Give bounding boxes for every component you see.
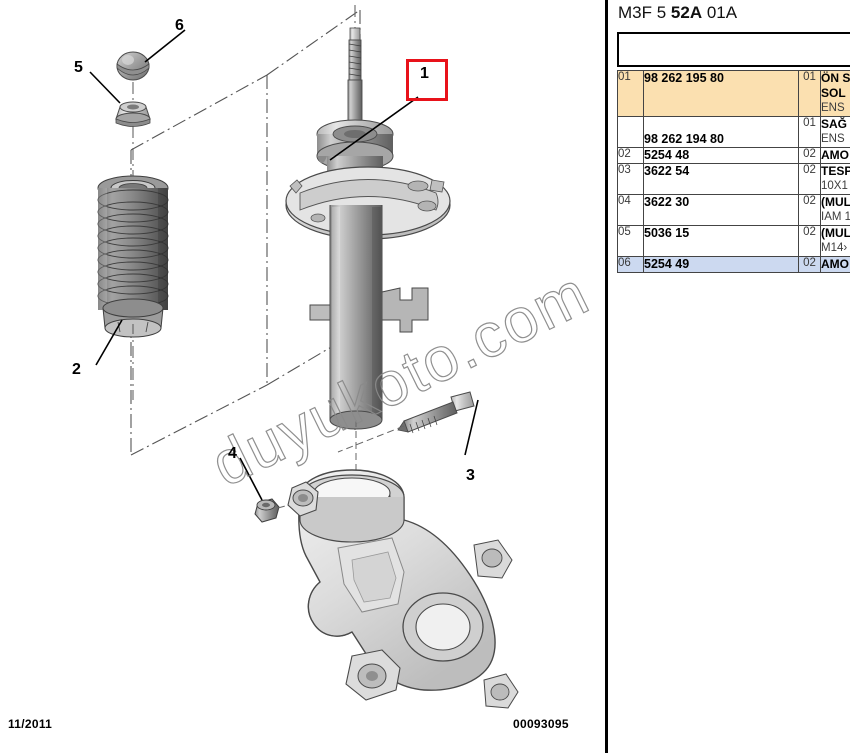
part-steering-knuckle: [287, 469, 519, 709]
row-index: [617, 115, 644, 148]
callout-number-4: 4: [228, 445, 237, 462]
table-row[interactable]: 04 3622 30 02 (MUL IAM 1: [617, 193, 850, 226]
row-reference: 98 262 195 80: [643, 70, 799, 117]
catalog-code-suffix: 01A: [702, 3, 738, 22]
desc-line-2: ENS: [821, 132, 845, 145]
desc-line-1: AMO: [821, 147, 850, 162]
revision-date: 11/2011: [8, 717, 53, 731]
row-quantity: 02: [798, 255, 821, 273]
row-index: 03: [617, 162, 644, 195]
callout-number-1: 1: [420, 65, 429, 82]
callout-number-3: 3: [466, 467, 475, 484]
row-description: ÖN S SOL ENS: [820, 70, 850, 117]
row-quantity: 02: [798, 162, 821, 195]
desc-line-3: ENS: [821, 102, 845, 114]
desc-line-2: M14›: [821, 241, 848, 254]
table-row[interactable]: 06 5254 49 02 AMO: [617, 255, 850, 273]
row-index: 02: [617, 146, 644, 164]
technical-diagram: duyukoto.com 1 2 3 4 5 6 11/2011 0009309…: [8, 5, 601, 731]
desc-line-1: (MUL: [821, 225, 850, 240]
parts-table: 01 98 262 195 80 01 ÖN S SOL ENS 98 262 …: [617, 70, 850, 273]
table-row[interactable]: 05 5036 15 02 (MUL M14›: [617, 224, 850, 257]
drawing-number: 00093095: [513, 717, 569, 731]
row-description: AMO: [820, 255, 850, 273]
row-quantity: 01: [798, 115, 821, 148]
row-quantity: 02: [798, 193, 821, 226]
desc-line-2: SOL: [821, 86, 846, 100]
row-description: SAĞ ENS: [820, 115, 850, 148]
part-cap: [116, 51, 150, 81]
part-dust-boot: [97, 175, 169, 338]
row-description: TESP 10X1: [820, 162, 850, 195]
row-quantity: 02: [798, 224, 821, 257]
callout-highlight-box: [406, 59, 448, 101]
desc-line-1: AMO: [821, 256, 850, 271]
catalog-code-prefix: M3F 5: [618, 3, 671, 22]
row-reference: 3622 30: [643, 193, 799, 226]
row-index: 05: [617, 224, 644, 257]
part-bolt: [397, 391, 475, 434]
catalog-code-title: M3F 5 52A 01A: [618, 3, 737, 23]
parts-table-wrapper: 01 98 262 195 80 01 ÖN S SOL ENS 98 262 …: [617, 70, 850, 273]
row-index: 06: [617, 255, 644, 273]
desc-line-1: SAĞ: [821, 116, 848, 131]
parts-list-panel: M3F 5 52A 01A 01 98 262 195 80 01 ÖN S S…: [605, 0, 850, 753]
exploded-view-drawing: [89, 5, 519, 709]
row-reference: 5254 49: [643, 255, 799, 273]
callout-number-6: 6: [175, 17, 184, 34]
part-strut-assembly: [285, 27, 451, 430]
row-quantity: 02: [798, 146, 821, 164]
row-reference: 3622 54: [643, 162, 799, 195]
table-row[interactable]: 01 98 262 195 80 01 ÖN S SOL ENS: [617, 70, 850, 117]
callout-number-5: 5: [74, 59, 83, 76]
desc-line-2: IAM 1: [821, 210, 850, 223]
row-quantity: 01: [798, 70, 821, 117]
table-row[interactable]: 02 5254 48 02 AMO: [617, 146, 850, 164]
row-index: 01: [617, 70, 644, 117]
catalog-code-section: 52A: [670, 3, 703, 22]
row-description: (MUL IAM 1: [820, 193, 850, 226]
table-row[interactable]: 98 262 194 80 01 SAĞ ENS: [617, 115, 850, 148]
part-flange-nut: [115, 101, 151, 127]
row-description: (MUL M14›: [820, 224, 850, 257]
row-description: AMO: [820, 146, 850, 164]
desc-line-1: TESP: [821, 163, 850, 178]
part-nut: [254, 498, 280, 523]
row-reference: 98 262 194 80: [643, 115, 799, 148]
desc-line-2: 10X1: [821, 179, 848, 192]
row-reference: 5254 48: [643, 146, 799, 164]
table-header-blank-row: [617, 32, 850, 67]
row-index: 04: [617, 193, 644, 226]
desc-line-1: ÖN S: [821, 71, 850, 85]
row-reference: 5036 15: [643, 224, 799, 257]
desc-line-1: (MUL: [821, 194, 850, 209]
callout-number-2: 2: [72, 361, 81, 378]
table-row[interactable]: 03 3622 54 02 TESP 10X1: [617, 162, 850, 195]
